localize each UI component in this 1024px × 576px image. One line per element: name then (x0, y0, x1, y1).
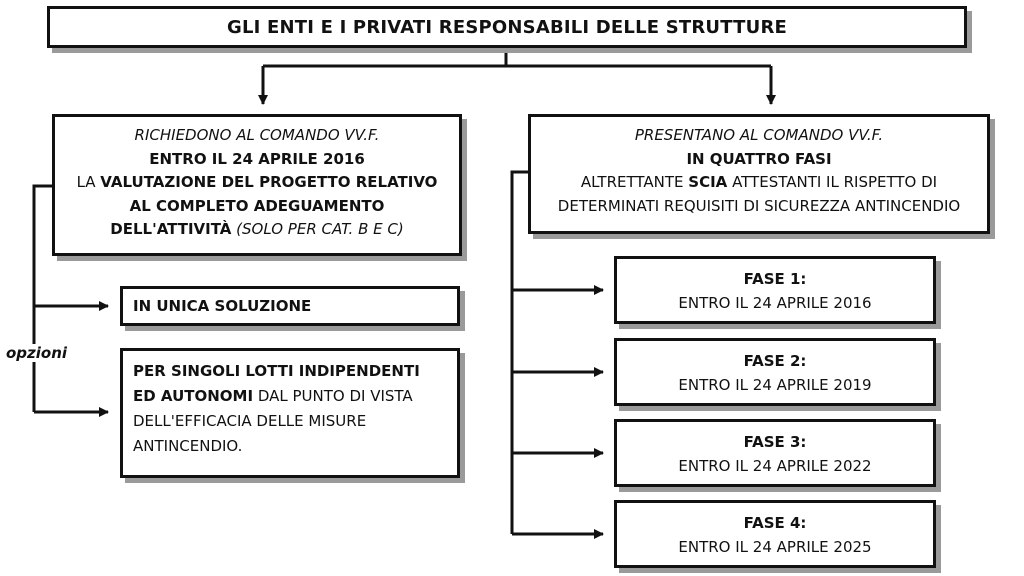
option-separate-lots: PER SINGOLI LOTTI INDIPENDENTI ED AUTONO… (120, 348, 460, 478)
phases-trunk (510, 170, 528, 534)
left-line2: ENTRO IL 24 APRILE 2016 (149, 149, 365, 168)
phase-1-label: FASE 1: (743, 270, 807, 288)
phase-4-date: ENTRO IL 24 APRILE 2025 (678, 538, 872, 556)
right-line1: PRESENTANO AL COMANDO VV.F. (634, 126, 884, 144)
main-title: GLI ENTI E I PRIVATI RESPONSABILI DELLE … (227, 16, 787, 38)
phase-2-box: FASE 2: ENTRO IL 24 APRILE 2019 (614, 338, 936, 406)
option-single-solution: IN UNICA SOLUZIONE (120, 286, 460, 326)
phase-4-label: FASE 4: (743, 514, 807, 532)
title-connector (263, 48, 771, 68)
option2-line4: ANTINCENDIO. (133, 437, 243, 455)
left-line4: AL COMPLETO ADEGUAMENTO (129, 196, 385, 215)
right-line4: DETERMINATI REQUISITI DI SICUREZZA ANTIN… (557, 196, 961, 215)
left-branch-box: RICHIEDONO AL COMANDO VV.F. ENTRO IL 24 … (52, 114, 462, 256)
right-line3: ALTRETTANTE SCIA ATTESTANTI IL RISPETTO … (580, 173, 938, 191)
option2-line3: DELL'EFFICACIA DELLE MISURE (133, 412, 367, 430)
right-branch-box: PRESENTANO AL COMANDO VV.F. IN QUATTRO F… (528, 114, 990, 234)
left-line1: RICHIEDONO AL COMANDO VV.F. (134, 126, 380, 144)
left-line3: LA VALUTAZIONE DEL PROGETTO RELATIVO (76, 173, 438, 191)
phase-3-box: FASE 3: ENTRO IL 24 APRILE 2022 (614, 419, 936, 487)
phase-1-box: FASE 1: ENTRO IL 24 APRILE 2016 (614, 256, 936, 324)
phase-3-date: ENTRO IL 24 APRILE 2022 (678, 457, 872, 475)
phase-2-date: ENTRO IL 24 APRILE 2019 (678, 376, 872, 394)
phase-2-label: FASE 2: (743, 352, 807, 370)
option2-line2: ED AUTONOMI DAL PUNTO DI VISTA (133, 387, 413, 405)
left-line5: DELL'ATTIVITÀ (SOLO PER CAT. B E C) (110, 220, 404, 238)
options-trunk (32, 184, 52, 412)
phase-4-box: FASE 4: ENTRO IL 24 APRILE 2025 (614, 500, 936, 568)
phase-3-label: FASE 3: (743, 433, 807, 451)
right-line2: IN QUATTRO FASI (686, 149, 832, 168)
option2-line1: PER SINGOLI LOTTI INDIPENDENTI (133, 362, 420, 380)
options-label: opzioni (4, 344, 70, 362)
phase-1-date: ENTRO IL 24 APRILE 2016 (678, 294, 872, 312)
main-title-box: GLI ENTI E I PRIVATI RESPONSABILI DELLE … (47, 6, 967, 48)
